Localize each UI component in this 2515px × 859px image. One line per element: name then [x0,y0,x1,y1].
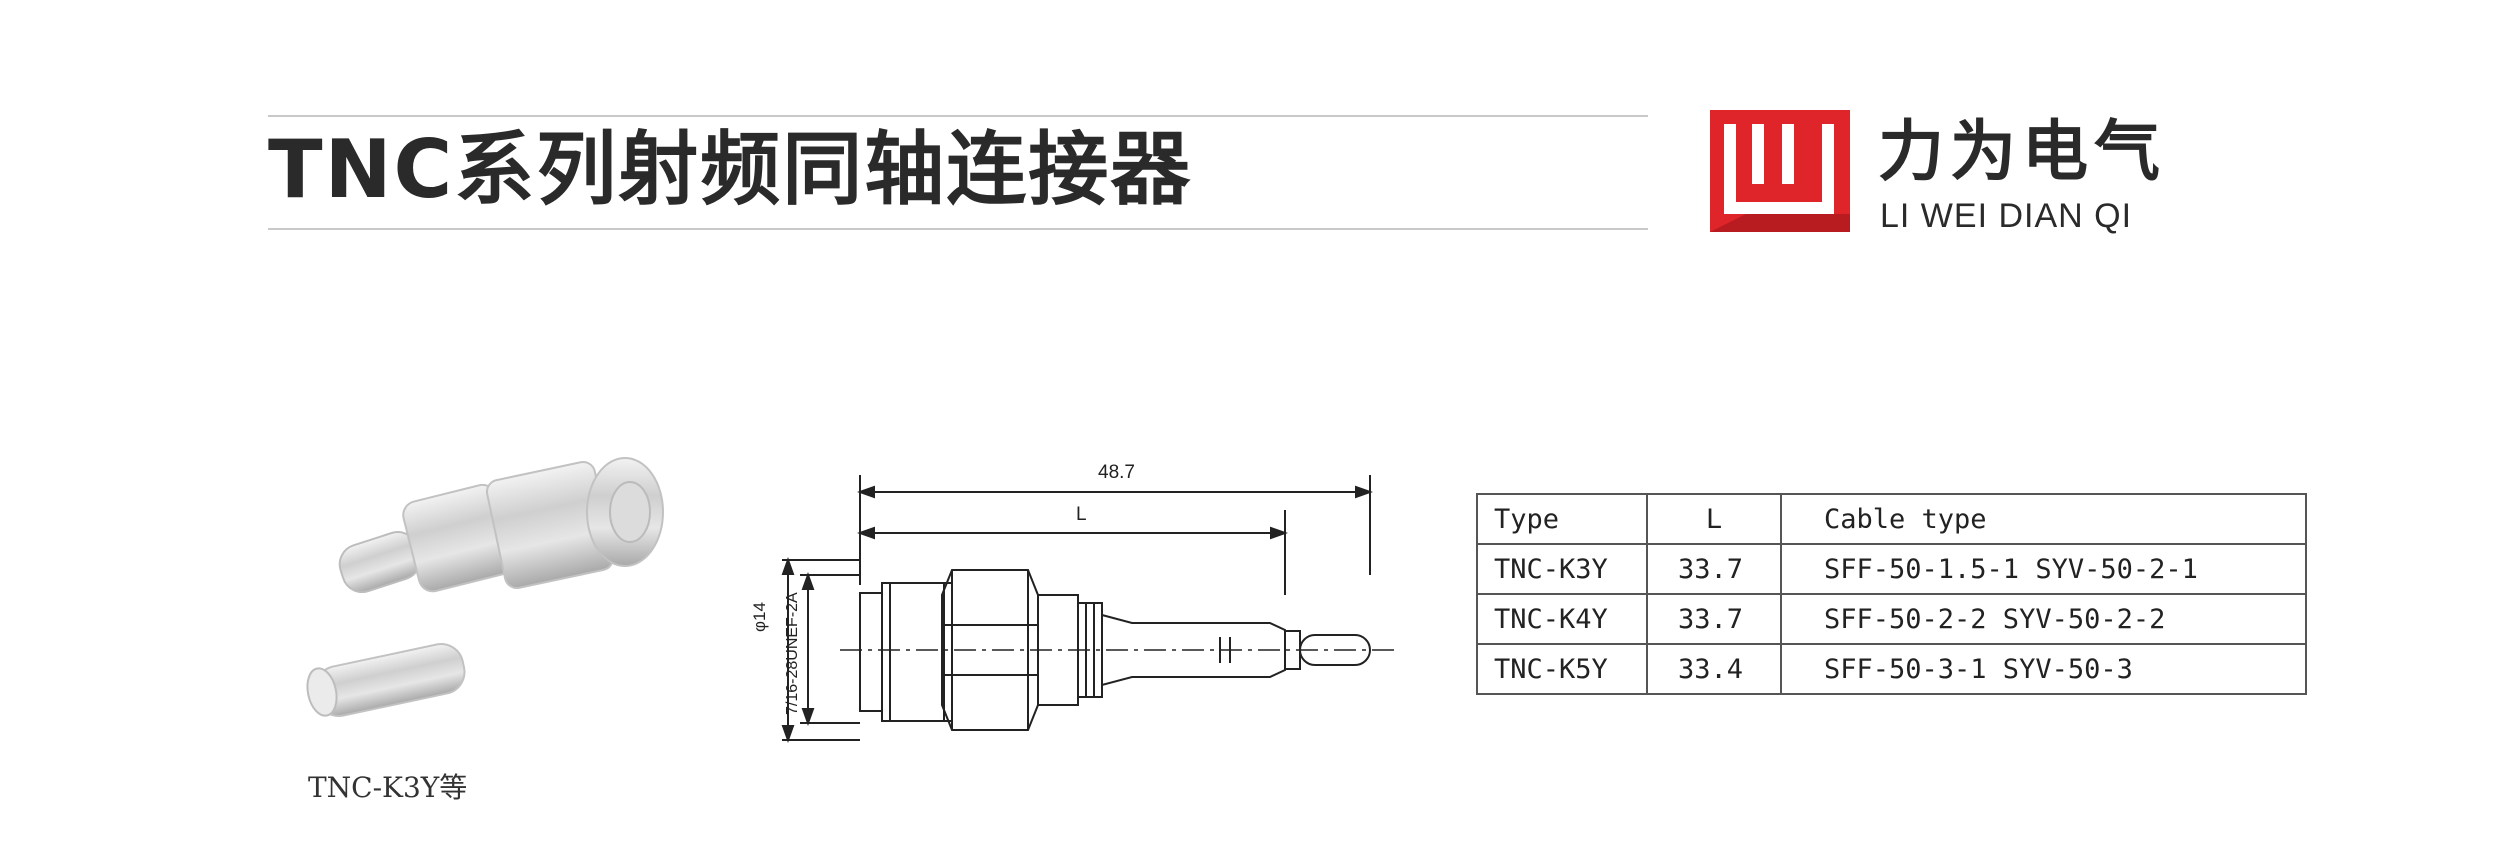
dimension-length-label: L [1076,504,1087,525]
header-length: L [1646,493,1782,545]
connector-photo [306,457,664,717]
brand-logo-icon [1710,110,1850,232]
spec-table: Type L Cable type TNC-K3Y 33.7 SFF-50-1.… [1476,493,2307,695]
cell-cable-type: SFF-50-2-2 SYV-50-2-2 [1780,593,2307,645]
cell-cable-type: SFF-50-3-1 SYV-50-3 [1780,643,2307,695]
product-caption: TNC-K3Y等 [308,771,468,804]
header-type: Type [1476,493,1648,545]
cell-length: 33.4 [1646,643,1782,695]
dimension-thread-label: 7/16-28UNEF-2A [784,592,801,715]
table-row: TNC-K3Y 33.7 SFF-50-1.5-1 SYV-50-2-1 [1476,543,2307,595]
cell-type: TNC-K5Y [1476,643,1648,695]
cell-length: 33.7 [1646,593,1782,645]
page-title: TNC系列射频同轴连接器 [268,123,1193,216]
dimension-overall-length: 48.7 [1098,462,1135,483]
dimension-diameter-label: φ14 [750,602,769,632]
connector-drawing [781,475,1400,743]
cell-type: TNC-K4Y [1476,593,1648,645]
cell-cable-type: SFF-50-1.5-1 SYV-50-2-1 [1780,543,2307,595]
header-cable-type: Cable type [1780,493,2307,545]
title-top-rule [268,115,1648,117]
cell-type: TNC-K3Y [1476,543,1648,595]
title-bottom-rule [268,228,1648,230]
table-header-row: Type L Cable type [1476,493,2307,545]
table-row: TNC-K4Y 33.7 SFF-50-2-2 SYV-50-2-2 [1476,593,2307,645]
brand-name-en: LI WEI DIAN QI [1880,197,2133,235]
cell-length: 33.7 [1646,543,1782,595]
brand-name-cn: 力为电气 [1878,113,2166,190]
table-row: TNC-K5Y 33.4 SFF-50-3-1 SYV-50-3 [1476,643,2307,695]
